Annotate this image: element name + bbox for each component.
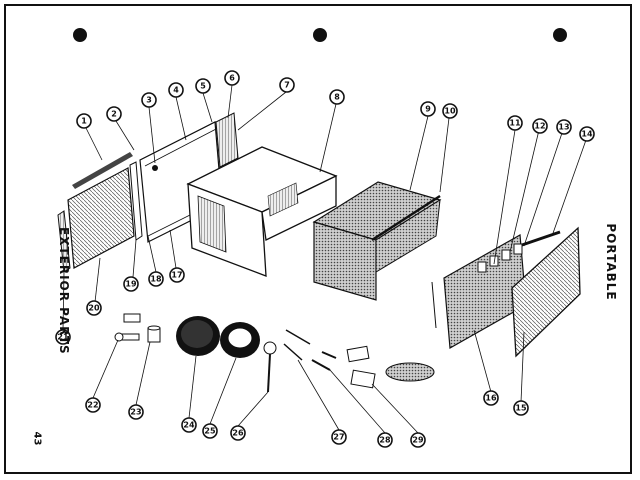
part-2-side-angle xyxy=(129,161,143,241)
callout-23: 23 xyxy=(128,404,144,420)
cabinet-front-louvers xyxy=(197,195,227,253)
part-14-strip xyxy=(521,230,561,247)
svg-text:7: 7 xyxy=(284,81,290,90)
svg-text:26: 26 xyxy=(232,429,244,438)
svg-text:10: 10 xyxy=(444,107,456,116)
part-1-top-rail xyxy=(72,152,133,189)
callout-17: 17 xyxy=(169,267,185,283)
svg-text:4: 4 xyxy=(173,86,179,95)
page-border xyxy=(4,4,632,474)
callout-29: 29 xyxy=(410,432,426,448)
part-21-side-strip xyxy=(57,210,71,273)
svg-text:22: 22 xyxy=(87,401,98,410)
part-8-cabinet-side xyxy=(261,174,337,241)
svg-text:25: 25 xyxy=(204,427,216,436)
callout-8: 8 xyxy=(329,89,345,105)
callout-24: 24 xyxy=(181,417,197,433)
svg-text:16: 16 xyxy=(485,394,497,403)
svg-text:3: 3 xyxy=(146,96,152,105)
part-22-screw-group xyxy=(114,313,141,342)
callout-14: 14 xyxy=(579,126,595,142)
svg-text:23: 23 xyxy=(130,408,141,417)
part-12-knob-b xyxy=(489,255,499,267)
callout-6: 6 xyxy=(224,70,240,86)
part-12-knob-a xyxy=(477,261,487,273)
svg-text:28: 28 xyxy=(379,436,391,445)
part-29-clip-a xyxy=(346,345,370,363)
part-27-pin-a xyxy=(283,343,303,361)
callout-26: 26 xyxy=(230,425,246,441)
page-number: 43 xyxy=(31,431,43,446)
callout-9: 9 xyxy=(420,101,436,117)
binder-hole-center xyxy=(313,28,327,42)
part-12-knob-c xyxy=(501,249,511,261)
part-10-rod xyxy=(371,194,441,242)
part-6-side-panel xyxy=(215,112,239,168)
svg-text:8: 8 xyxy=(334,93,340,102)
part-20-louver-grille xyxy=(67,167,135,269)
part-28-screw-b xyxy=(321,351,337,359)
callout-25: 25 xyxy=(202,423,218,439)
svg-text:17: 17 xyxy=(171,271,182,280)
section-label-exterior-parts: EXTERIOR PARTS xyxy=(57,227,71,355)
panel-edge xyxy=(431,281,437,329)
callout-13: 13 xyxy=(556,119,572,135)
svg-text:2: 2 xyxy=(111,110,117,119)
part-27-pin-b xyxy=(285,329,311,345)
callout-4: 4 xyxy=(168,82,184,98)
svg-text:9: 9 xyxy=(425,105,431,114)
svg-text:29: 29 xyxy=(412,436,424,445)
svg-text:24: 24 xyxy=(183,421,195,430)
callout-2: 2 xyxy=(106,106,122,122)
callout-19: 19 xyxy=(123,276,139,292)
binder-hole-left xyxy=(73,28,87,42)
svg-text:11: 11 xyxy=(509,119,521,128)
callout-20: 20 xyxy=(86,300,102,316)
callout-10: 10 xyxy=(442,103,458,119)
section-label-portable: PORTABLE xyxy=(604,223,618,301)
part-15-front-grille xyxy=(511,226,581,358)
svg-text:5: 5 xyxy=(200,82,206,91)
svg-text:6: 6 xyxy=(229,74,235,83)
leader-lines xyxy=(62,84,587,434)
callout-27: 27 xyxy=(331,429,347,445)
svg-text:15: 15 xyxy=(515,404,527,413)
callout-21: 21 xyxy=(55,329,71,345)
callout-18: 18 xyxy=(148,271,164,287)
svg-text:18: 18 xyxy=(150,275,162,284)
part-29-gasket xyxy=(385,362,435,382)
callout-3: 3 xyxy=(141,92,157,108)
svg-text:14: 14 xyxy=(581,130,593,139)
part-25-knob-ribbed xyxy=(220,322,260,358)
callout-22: 22 xyxy=(85,397,101,413)
part-3-screw xyxy=(152,165,158,171)
svg-text:13: 13 xyxy=(558,123,569,132)
callout-16: 16 xyxy=(483,390,499,406)
part-26-bolt xyxy=(263,341,277,393)
part-29-clip-b xyxy=(350,369,376,389)
part-28-screw xyxy=(311,359,331,371)
callout-11: 11 xyxy=(507,115,523,131)
svg-text:1: 1 xyxy=(81,117,87,126)
part-23-bushing xyxy=(147,325,161,343)
svg-text:20: 20 xyxy=(88,304,100,313)
callout-12: 12 xyxy=(532,118,548,134)
part-12-knob-d xyxy=(513,243,523,255)
svg-text:12: 12 xyxy=(534,122,545,131)
binder-hole-right xyxy=(553,28,567,42)
callout-15: 15 xyxy=(513,400,529,416)
part-9-wrapper-front xyxy=(313,221,377,301)
part-9-wrapper-side xyxy=(375,199,441,273)
cabinet-top-vent xyxy=(267,182,299,217)
callout-28: 28 xyxy=(377,432,393,448)
part-24-knob-smooth xyxy=(176,316,220,356)
svg-text:27: 27 xyxy=(333,433,344,442)
callout-1: 1 xyxy=(76,113,92,129)
callout-7: 7 xyxy=(279,77,295,93)
svg-text:21: 21 xyxy=(57,333,69,342)
callout-5: 5 xyxy=(195,78,211,94)
svg-text:19: 19 xyxy=(125,280,137,289)
